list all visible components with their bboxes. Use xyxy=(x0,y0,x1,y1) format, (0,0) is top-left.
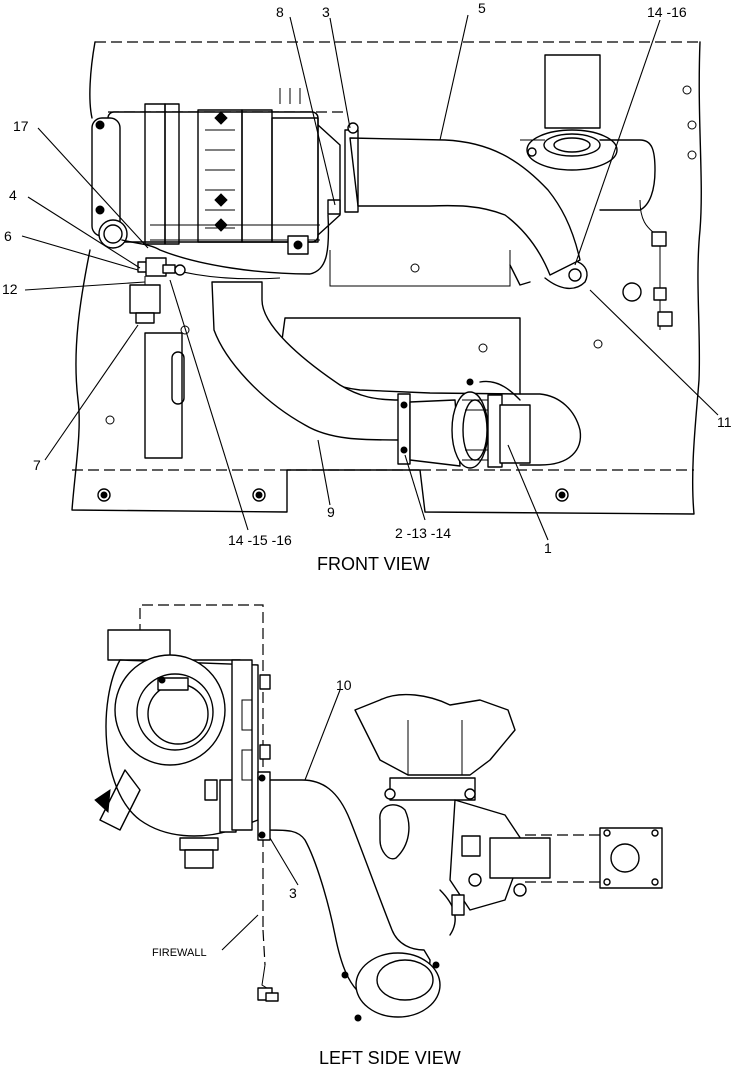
callout-3-side: 3 xyxy=(289,885,297,901)
turbo-elbow xyxy=(397,378,531,469)
side-leaders xyxy=(221,689,341,951)
firewall-label: FIREWALL xyxy=(152,947,207,959)
hose-clip xyxy=(651,231,667,247)
vent-hose-right xyxy=(639,199,661,330)
precleaner-stack xyxy=(520,54,656,211)
callout-10: 10 xyxy=(336,677,352,693)
front-view-title: FRONT VIEW xyxy=(317,554,430,574)
callout-6: 6 xyxy=(4,228,12,244)
callout-7: 7 xyxy=(33,457,41,473)
air-cleaner-side xyxy=(94,629,271,869)
callout-12: 12 xyxy=(2,281,18,297)
callout-5: 5 xyxy=(478,0,486,16)
callout-8: 8 xyxy=(276,4,284,20)
callout-17: 17 xyxy=(13,118,29,134)
callout-14-15-16: 14 -15 -16 xyxy=(228,532,292,548)
front-leaders xyxy=(21,14,719,541)
service-indicator xyxy=(129,257,186,324)
callout-4: 4 xyxy=(9,187,17,203)
callout-2-13-14: 2 -13 -14 xyxy=(395,525,451,541)
left-side-view-title: LEFT SIDE VIEW xyxy=(319,1048,461,1068)
intake-pipe-upper xyxy=(344,122,588,289)
bottom-bolts xyxy=(97,488,569,502)
firewall-hardware xyxy=(257,964,279,1002)
front-view: 8 3 5 14 -16 17 4 6 12 7 11 9 2 -13 -14 … xyxy=(2,0,732,574)
callout-9: 9 xyxy=(327,504,335,520)
callout-3: 3 xyxy=(322,4,330,20)
callout-1: 1 xyxy=(544,540,552,556)
air-cleaner xyxy=(91,88,348,255)
engine-block-side xyxy=(354,693,663,936)
indicator-line xyxy=(121,214,330,275)
intake-pipe-side xyxy=(257,771,441,1022)
left-side-view: 10 3 FIREWALL LEFT SIDE VIEW xyxy=(94,604,663,1068)
callout-14-16: 14 -16 xyxy=(647,4,687,20)
callout-11: 11 xyxy=(717,414,732,430)
